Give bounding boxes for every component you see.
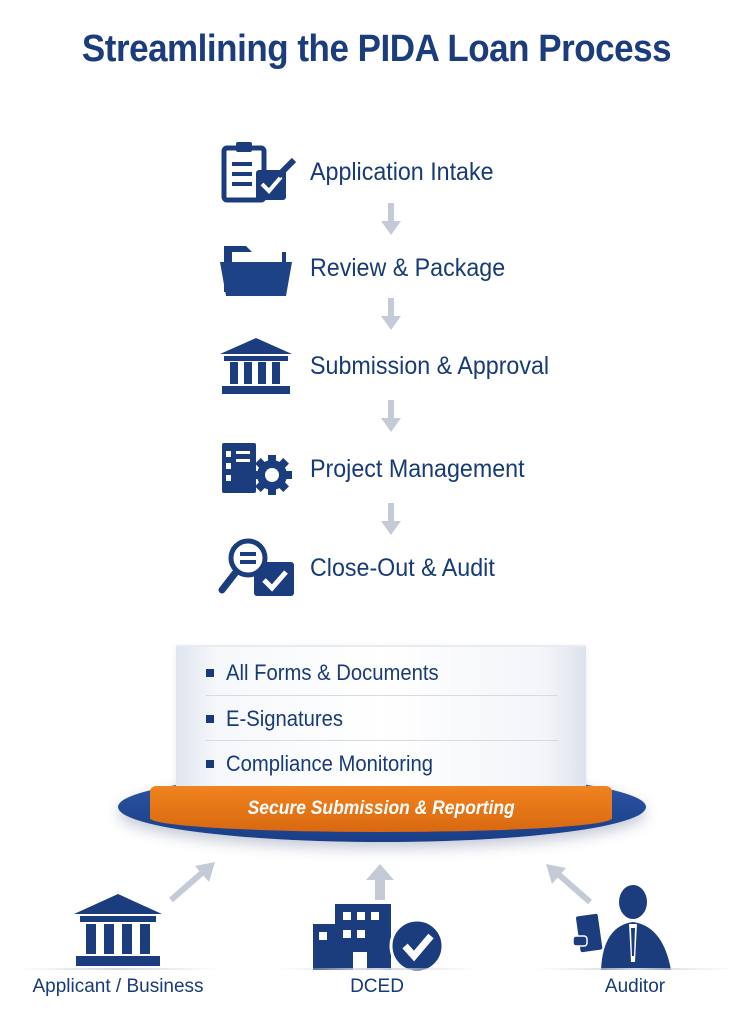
down-arrow-icon [381,503,401,535]
platform-item: E-Signatures [206,697,536,741]
step-close-out-audit: Close-Out & Audit [218,536,509,600]
magnifier-check-icon [218,536,296,600]
page-title: Streamlining the PIDA Loan Process [81,28,672,70]
step-application-intake: Application Intake [218,140,507,204]
step-label: Project Management [310,454,525,483]
step-label: Close-Out & Audit [310,553,495,582]
bank-building-icon [74,894,162,966]
down-arrow-icon [381,400,401,432]
platform-item: Compliance Monitoring [206,742,536,786]
platform-box: All Forms & Documents E-Signatures Compl… [176,645,586,789]
clipboard-check-icon [218,140,296,204]
divider [206,740,558,741]
step-label: Review & Package [310,253,506,282]
down-arrow-icon [381,203,401,235]
diagonal-arrow-icon [169,862,215,903]
ground-line [18,968,218,970]
bullet-icon [206,715,214,723]
step-label: Application Intake [310,157,494,186]
bank-building-icon [218,334,296,398]
diagonal-arrow-icon [546,864,592,905]
ground-line [277,968,477,970]
platform-item: All Forms & Documents [206,651,536,695]
folder-icon [218,236,296,300]
platform-base-label: Secure Submission & Reporting [150,786,612,832]
step-review-package: Review & Package [218,236,520,300]
divider [206,695,558,696]
document-gear-icon [218,437,296,501]
step-submission-approval: Submission & Approval [218,334,567,398]
down-arrow-icon [381,298,401,330]
office-building-check-icon [313,904,445,972]
step-label: Submission & Approval [310,351,550,380]
ground-line [535,968,735,970]
step-project-management: Project Management [218,437,541,501]
bullet-icon [206,760,214,768]
person-tablet-icon [572,885,671,970]
bullet-icon [206,669,214,677]
up-arrow-icon [366,864,394,900]
